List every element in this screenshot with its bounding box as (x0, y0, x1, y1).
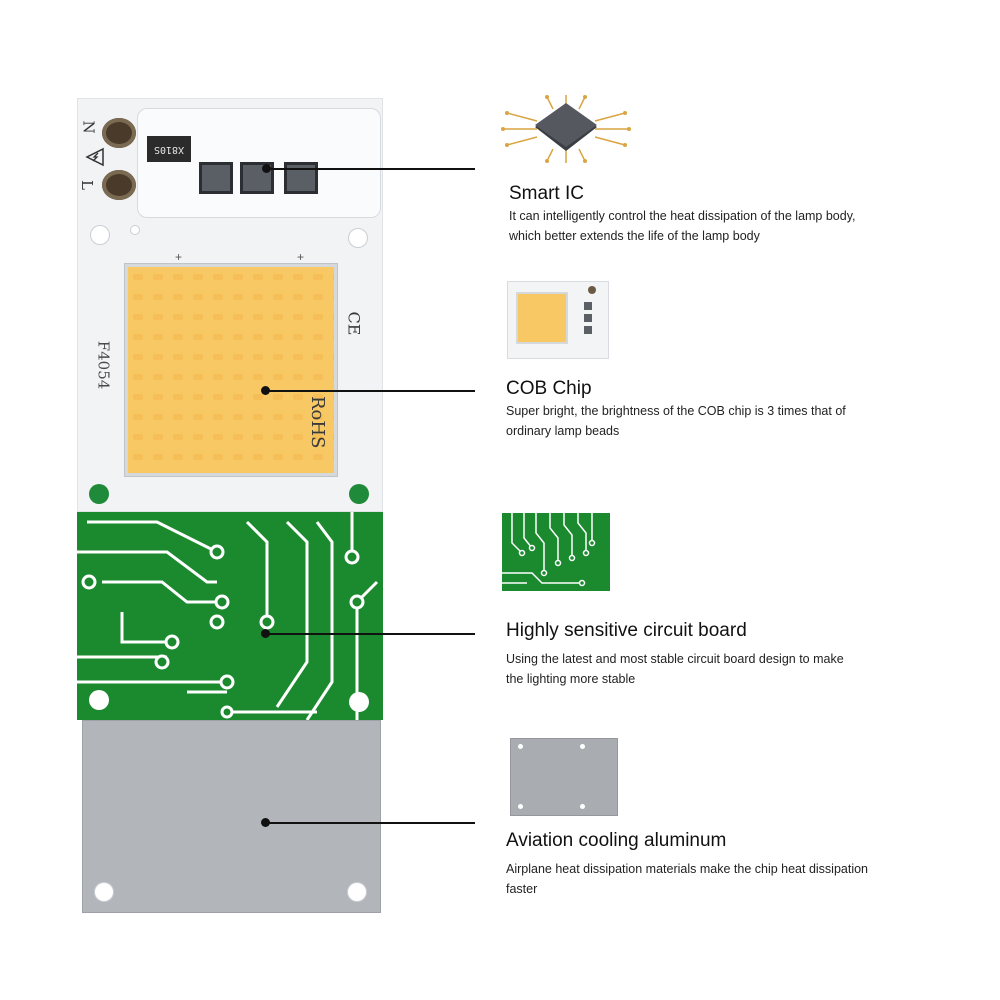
ic-chip-icon (501, 95, 631, 163)
solder-pad (349, 484, 369, 504)
white-substrate: X810S N L + + F4054 C (77, 98, 383, 512)
description-line: the lighting more stable (506, 672, 636, 686)
description-line: Using the latest and most stable circuit… (506, 652, 844, 666)
plate-hole (580, 744, 585, 749)
cob-chip-title: COB Chip (506, 378, 592, 399)
aluminum-title: Aviation cooling aluminum (506, 830, 727, 851)
terminal-label-n: N (79, 120, 98, 134)
mount-hole (95, 883, 113, 901)
plate-hole (518, 744, 523, 749)
via-hole (131, 226, 139, 234)
circuit-board-icon (502, 513, 610, 591)
circuit-board-title: Highly sensitive circuit board (506, 620, 747, 641)
terminal-pad-l (102, 170, 136, 200)
mount-hole (91, 226, 109, 244)
circuit-traces (77, 512, 379, 720)
plus-mark: + (175, 250, 183, 264)
description-line: faster (506, 882, 538, 896)
terminal-label-l: L (77, 180, 96, 190)
rohs-mark: RoHS (307, 396, 328, 449)
aluminum-description: Airplane heat dissipation materials make… (506, 859, 906, 899)
callout-dot-pcb (261, 629, 270, 638)
ic-marking: X810S (147, 136, 191, 162)
plate-hole (580, 804, 585, 809)
plus-mark: + (297, 250, 305, 264)
smart-ic-title: Smart IC (509, 183, 584, 204)
plate-hole (518, 804, 523, 809)
cob-led-thumb (518, 294, 566, 342)
cob-chip-description: Super bright, the brightness of the COB … (506, 401, 906, 441)
description-line: It can intelligently control the heat di… (509, 209, 856, 223)
circuit-board (77, 512, 383, 720)
circuit-board-description: Using the latest and most stable circuit… (506, 649, 906, 689)
board-code: F4054 (94, 340, 113, 390)
callout-line-ic (267, 168, 475, 170)
warning-icon (85, 147, 104, 167)
description-line: Super bright, the brightness of the COB … (506, 404, 846, 418)
aluminum-plate-icon (510, 738, 618, 816)
solder-pad (89, 484, 109, 504)
aluminum-base (82, 720, 381, 913)
cob-module-icon (507, 281, 609, 359)
ce-mark: CE (344, 311, 364, 336)
callout-dot-alu (261, 818, 270, 827)
mount-hole (348, 883, 366, 901)
description-line: which better extends the life of the lam… (509, 229, 760, 243)
callout-dot-cob (261, 386, 270, 395)
callout-line-cob (266, 390, 475, 392)
terminal-pad-thumb (588, 286, 596, 294)
ic-chip-thumb (584, 314, 592, 322)
smart-ic-description: It can intelligently control the heat di… (509, 206, 909, 246)
callout-line-pcb (266, 633, 475, 635)
mount-hole (349, 229, 367, 247)
cob-led-module: X810S N L + + F4054 C (77, 98, 383, 913)
ic-chip-thumb (584, 326, 592, 334)
callout-line-alu (266, 822, 475, 824)
led-grid (128, 267, 334, 473)
description-line: ordinary lamp beads (506, 424, 620, 438)
cob-led-array (125, 264, 337, 476)
description-line: Airplane heat dissipation materials make… (506, 862, 869, 876)
circuit-traces-thumb (502, 513, 596, 587)
ic-chip-thumb (584, 302, 592, 310)
terminal-pad-n (102, 118, 136, 148)
ic-chip-1 (199, 162, 233, 194)
ic-chip-3 (284, 162, 318, 194)
callout-dot-ic (262, 164, 271, 173)
